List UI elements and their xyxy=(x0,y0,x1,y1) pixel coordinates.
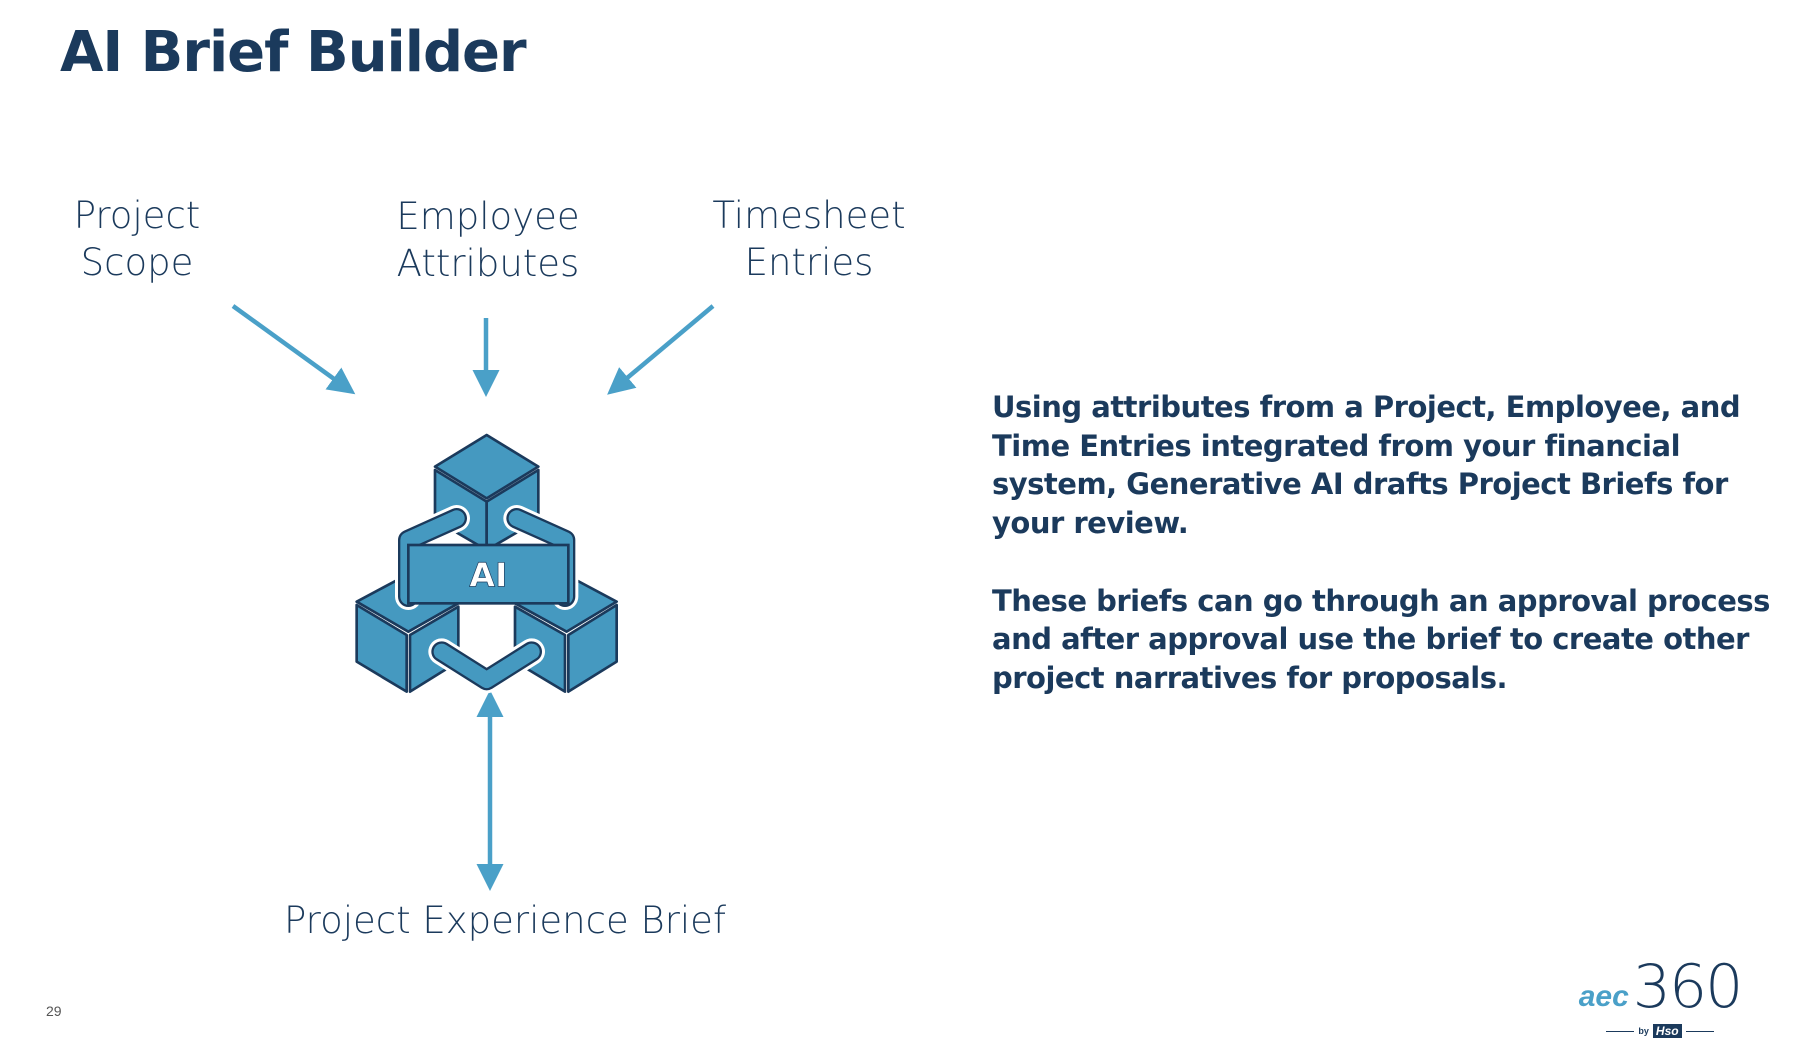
input-label-timesheet-entries: Timesheet Entries xyxy=(712,192,905,286)
ai-label: AI xyxy=(469,556,507,595)
arrow-project-scope xyxy=(231,304,356,395)
logo-hso: Hso xyxy=(1652,1024,1682,1038)
description-paragraph: These briefs can go through an approval … xyxy=(992,583,1770,695)
label-line: Scope xyxy=(80,241,194,284)
logo-wordmark: aec 360 xyxy=(1578,952,1744,1022)
logo-by: by xyxy=(1638,1026,1649,1036)
label-line: Entries xyxy=(744,241,874,284)
output-label: Project Experience Brief xyxy=(284,899,726,942)
arrow-timesheet-entries xyxy=(607,304,715,395)
input-label-employee-attributes: Employee Attributes xyxy=(396,193,579,287)
label-line: Employee xyxy=(396,195,580,238)
logo-360: 360 xyxy=(1632,952,1744,1022)
input-label-project-scope: Project Scope xyxy=(74,192,201,286)
description: Using attributes from a Project, Employe… xyxy=(992,388,1792,736)
ai-cubes-icon: AI xyxy=(355,433,618,694)
label-line: Project xyxy=(73,194,201,237)
label-line: Timesheet xyxy=(712,194,906,237)
aec360-logo: aec 360 by Hso xyxy=(1560,952,1760,1046)
description-paragraph: Using attributes from a Project, Employe… xyxy=(992,390,1741,541)
logo-rule xyxy=(1606,1030,1635,1032)
page-number: 29 xyxy=(46,1003,62,1019)
label-line: Attributes xyxy=(396,242,580,285)
logo-aec: aec xyxy=(1578,980,1629,1013)
logo-rule xyxy=(1685,1030,1714,1032)
page-title: AI Brief Builder xyxy=(60,20,527,85)
ai-label-box xyxy=(407,543,570,605)
logo-byline: by Hso xyxy=(1606,1022,1714,1040)
